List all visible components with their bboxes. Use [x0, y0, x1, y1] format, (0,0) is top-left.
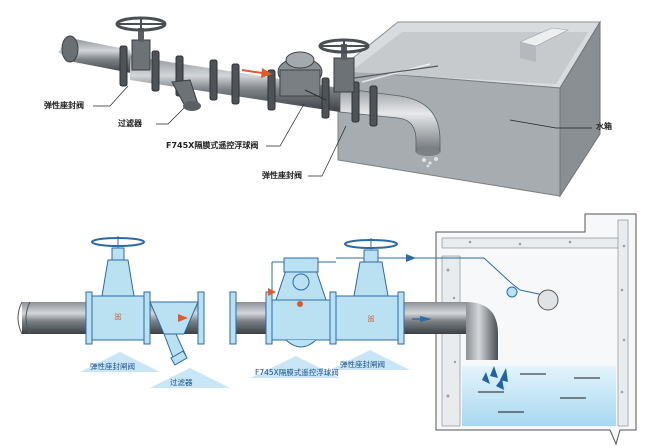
float-valve-3d [277, 51, 327, 101]
label-seal-valve-left-top: 弹性座封阀 [44, 101, 84, 110]
water-tank-schematic [435, 213, 637, 446]
pipe-flanges-3d [119, 45, 378, 127]
label-seal-valve-right-top: 弹性座封阀 [262, 171, 302, 180]
label-float-valve-bottom: F745X隔膜式遥控浮球阀 [255, 368, 339, 377]
float-valve-schematic [268, 257, 336, 348]
svg-text:ꕤ: ꕤ [114, 313, 122, 323]
gate-valve-left: ꕤ [91, 236, 145, 341]
label-gate-valve-right-bottom: 弹性座封闸阀 [340, 360, 385, 369]
needle-valve-icon [406, 254, 416, 262]
water-spray-3d [422, 157, 438, 168]
tank-speckle [446, 240, 626, 398]
control-line-3d [353, 65, 439, 79]
water-splash [482, 366, 508, 390]
top-3d-diagram [58, 16, 601, 198]
float-ball [537, 289, 559, 311]
gate-valve-right: ꕤ [335, 238, 399, 341]
label-gate-valve-left-bottom: 弹性座封闸阀 [90, 362, 135, 371]
seal-valve-left-3d [115, 16, 167, 71]
label-water-tank-top: 水箱 [596, 122, 612, 131]
water-lines [478, 373, 600, 413]
label-strainer-bottom: 过滤器 [170, 378, 193, 387]
strainer-3d [171, 79, 201, 111]
flow-arrow-top [241, 68, 272, 78]
label-float-valve-top: F745X隔膜式遥控浮球阀 [166, 141, 259, 150]
leader-lines-top [93, 85, 592, 177]
svg-text:ꕤ: ꕤ [367, 315, 375, 325]
strainer-schematic [149, 301, 199, 366]
label-strainer-top: 过滤器 [118, 119, 142, 128]
flow-arrows-schematic [412, 316, 432, 322]
float-assembly [336, 257, 549, 298]
label-wedges [80, 350, 410, 388]
seal-valve-right-3d [318, 38, 370, 93]
bottom-schematic: ꕤ ꕤ [17, 213, 637, 446]
